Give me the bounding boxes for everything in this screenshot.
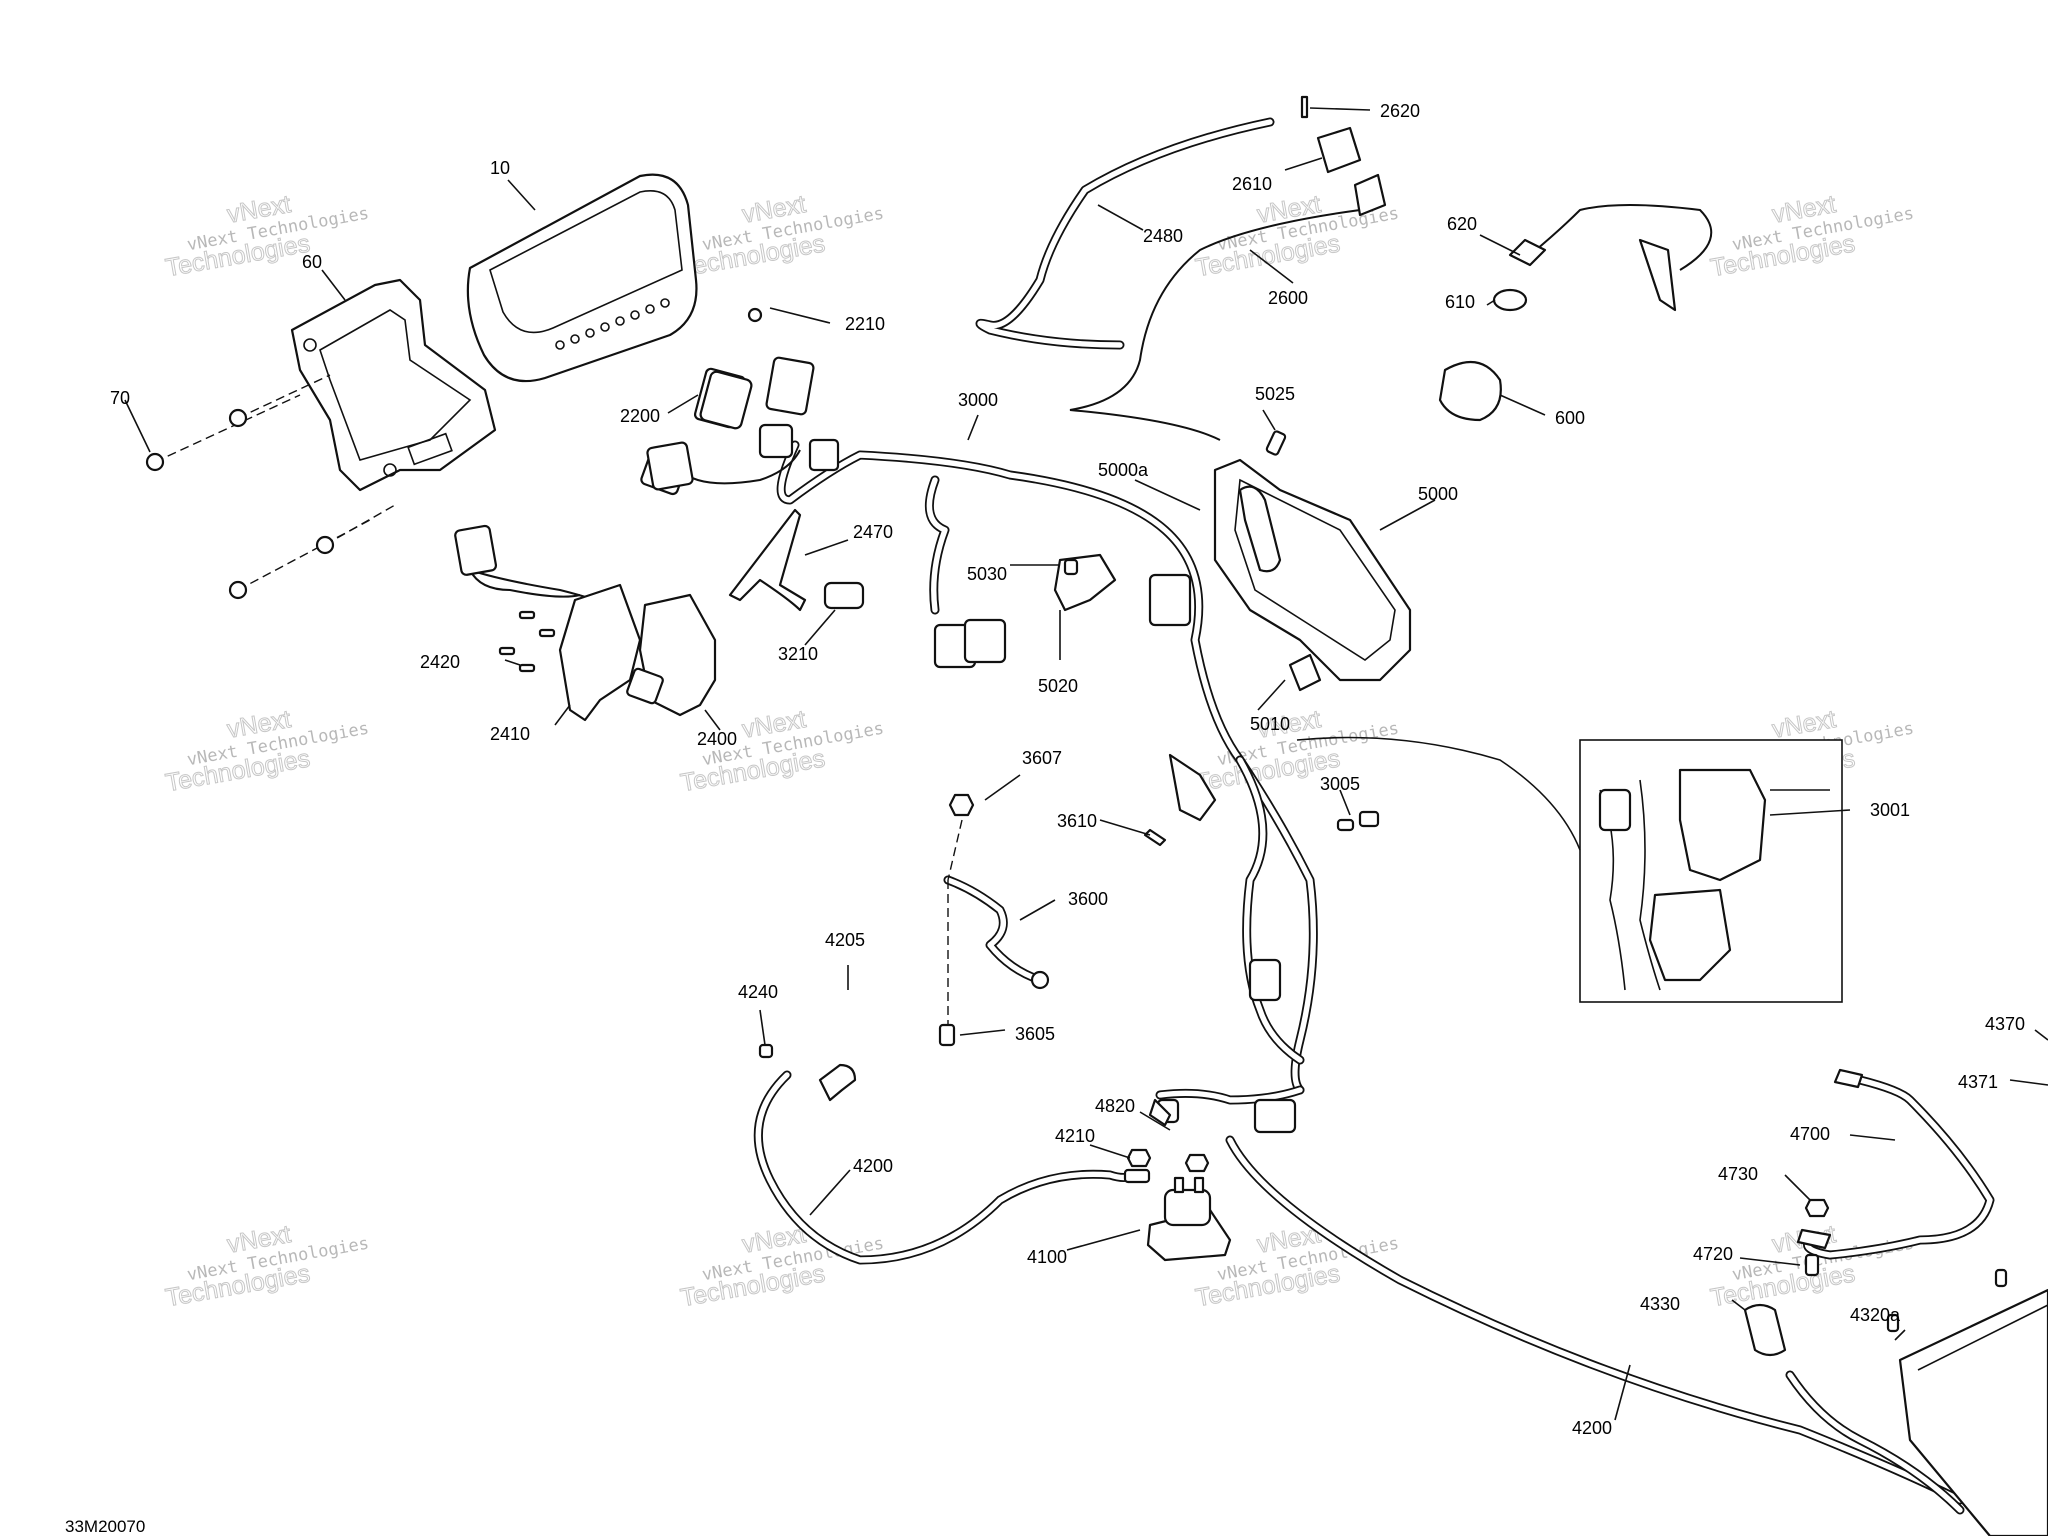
callout-5020: 5020 (1038, 676, 1078, 696)
ecu-5000 (1213, 458, 1412, 682)
callout-5025: 5025 (1255, 384, 1295, 404)
handlebar-switches (454, 524, 717, 722)
leader-lines (124, 107, 2048, 1421)
callout-600: 600 (1555, 408, 1585, 428)
terminal-cover-4330 (1743, 1303, 1965, 1515)
main-wire-harness (469, 440, 1318, 1105)
callout-10: 10 (490, 158, 510, 178)
callout-2610: 2610 (1232, 174, 1272, 194)
module-2610 (1300, 95, 1387, 217)
callout-3600: 3600 (1068, 889, 1108, 909)
callout-60: 60 (302, 252, 322, 272)
callout-3001: 3001 (1870, 800, 1910, 820)
ground-cable-3600 (943, 819, 1050, 1030)
battery-cable-4200 (753, 1070, 1965, 1505)
battery-cable-4700 (1796, 1068, 1995, 1277)
callout-70: 70 (110, 388, 130, 408)
callout-4100: 4100 (1027, 1247, 1067, 1267)
callout-4370: 4370 (1985, 1014, 2025, 1034)
callout-4240: 4240 (738, 982, 778, 1002)
callout-2620: 2620 (1380, 101, 1420, 121)
hardware-42xx (758, 1043, 1210, 1173)
callout-4210: 4210 (1055, 1126, 1095, 1146)
callout-4200a: 4200 (853, 1156, 893, 1176)
callout-5010: 5010 (1250, 714, 1290, 734)
callout-4320a: 4320a (1850, 1305, 1901, 1325)
callout-4205: 4205 (825, 930, 865, 950)
callout-2600: 2600 (1268, 288, 1308, 308)
callout-4700: 4700 (1790, 1124, 1830, 1144)
clip-5010 (1288, 653, 1322, 692)
cable-2480 (975, 117, 1361, 441)
callout-3005: 3005 (1320, 774, 1360, 794)
callout-4330: 4330 (1640, 1294, 1680, 1314)
callout-3605: 3605 (1015, 1024, 1055, 1044)
solenoid-4100 (1146, 1176, 1232, 1262)
figure-reference: 33M20070 (65, 1517, 145, 1536)
detail-inset-3001 (1579, 739, 1843, 1003)
detail-link-line (1296, 736, 1581, 851)
callout-2210: 2210 (845, 314, 885, 334)
callout-5030: 5030 (967, 564, 1007, 584)
callout-610: 610 (1445, 292, 1475, 312)
gauge-cluster (466, 173, 698, 383)
callout-620: 620 (1447, 214, 1477, 234)
screws-4320a (1886, 1268, 2008, 1333)
callout-5000: 5000 (1418, 484, 1458, 504)
callout-4730: 4730 (1718, 1164, 1758, 1184)
callout-labels: 10 60 70 2200 2210 2400 2410 2420 2470 2… (110, 101, 2025, 1438)
callout-5000a: 5000a (1098, 460, 1149, 480)
screws-70 (145, 374, 396, 600)
callout-4820: 4820 (1095, 1096, 1135, 1116)
connector-3210 (823, 581, 865, 610)
callout-4200b: 4200 (1572, 1418, 1612, 1438)
callout-2420: 2420 (420, 652, 460, 672)
callout-4720: 4720 (1693, 1244, 1733, 1264)
callout-3607: 3607 (1022, 748, 1062, 768)
strap-2470 (728, 508, 807, 612)
cluster-bracket (290, 278, 497, 492)
tether-switch (1438, 204, 1713, 422)
callout-2410: 2410 (490, 724, 530, 744)
fastener-3005 (1336, 810, 1380, 832)
callout-2480: 2480 (1143, 226, 1183, 246)
callout-3000: 3000 (958, 390, 998, 410)
battery (1898, 1288, 2048, 1536)
clip-5030 (1063, 558, 1079, 576)
callout-2400: 2400 (697, 729, 737, 749)
hardware-36xx (938, 793, 1167, 1047)
bolt-5025 (1265, 430, 1287, 456)
callout-3610: 3610 (1057, 811, 1097, 831)
callout-3210: 3210 (778, 644, 818, 664)
callout-4371: 4371 (1958, 1072, 1998, 1092)
callout-2200: 2200 (620, 406, 660, 426)
connector-2200 (646, 307, 763, 491)
callout-2470: 2470 (853, 522, 893, 542)
